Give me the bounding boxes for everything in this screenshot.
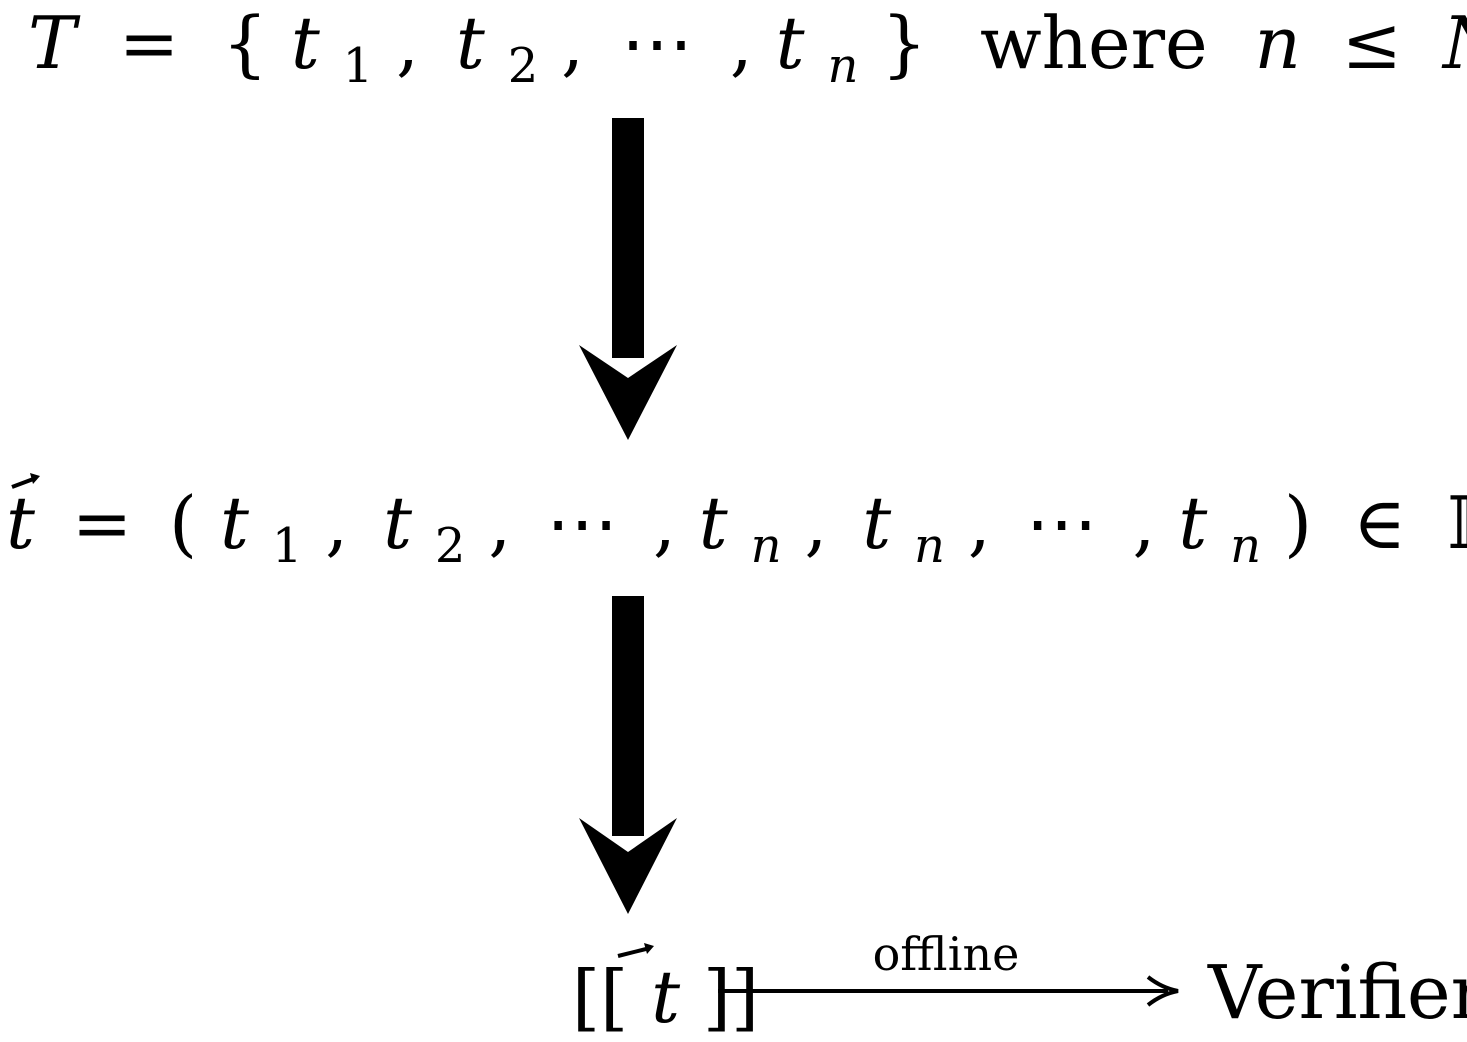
offline-arrow-icon — [718, 975, 1179, 1007]
vector-arrow-icon — [617, 943, 654, 958]
set-definition: T = { t 1 , t 2 , ⋯ , t n } where n ≤ N — [28, 1, 1467, 99]
edge-label-offline: offline — [873, 927, 1020, 981]
vector-arrow-icon — [11, 473, 40, 489]
thick-down-arrow-icon — [579, 118, 677, 440]
commitment: [[ t ]] — [572, 955, 759, 1039]
verifier-label: Verifier — [1207, 950, 1467, 1036]
vector-definition: t = ( t 1 , t 2 , ⋯ , t n , t n , ⋯ , t … — [6, 474, 1467, 579]
thick-down-arrow-icon — [579, 596, 677, 914]
